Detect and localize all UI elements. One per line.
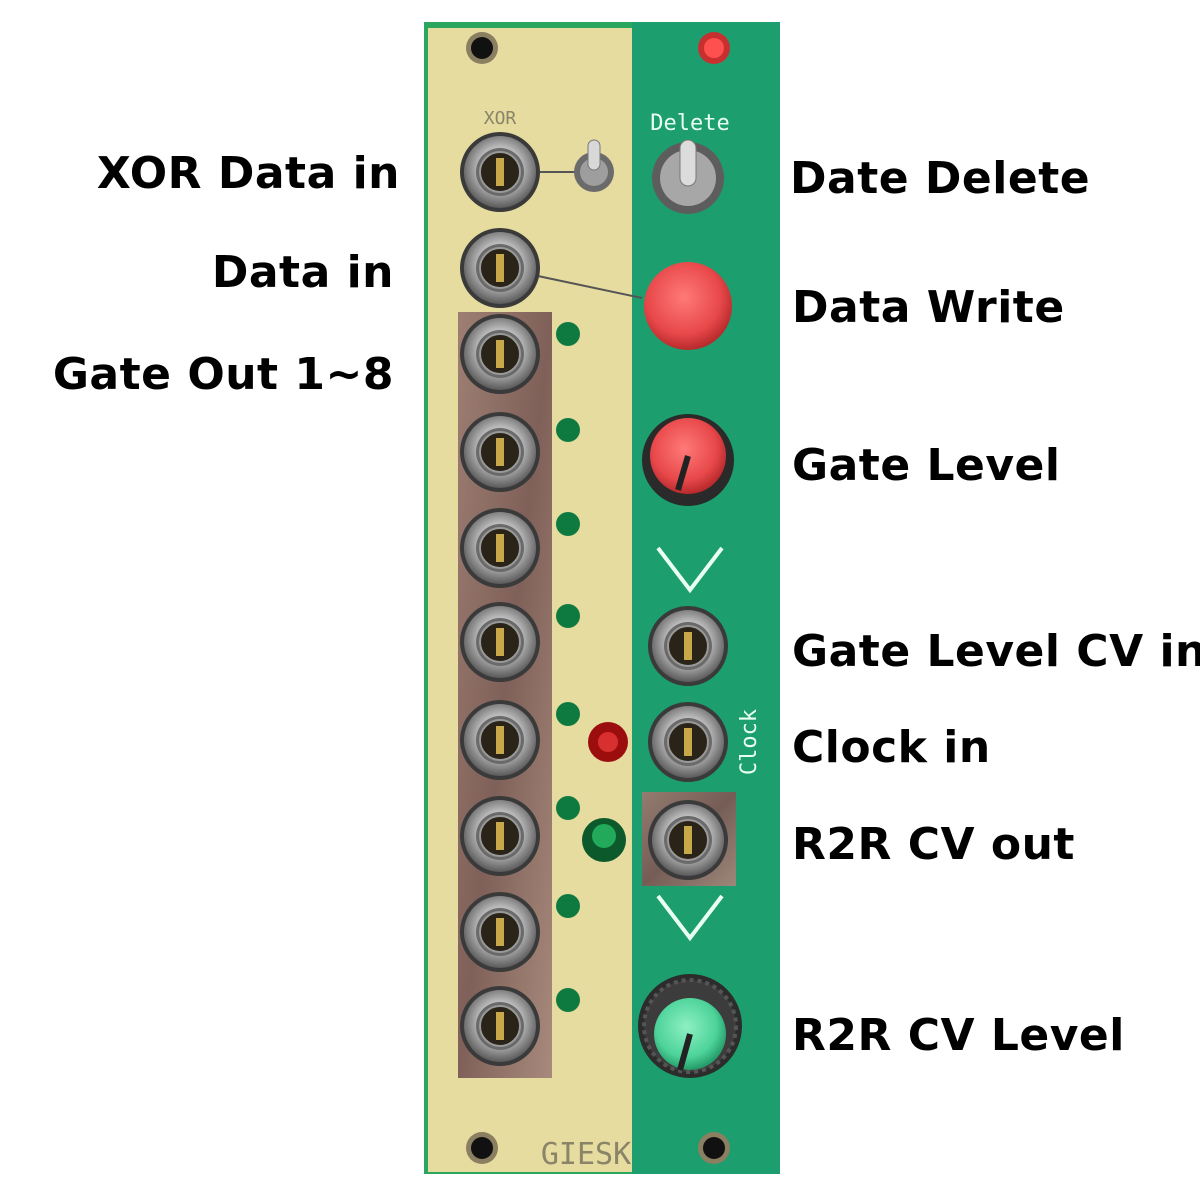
push-button-icon[interactable] [644, 262, 732, 350]
jack-icon[interactable] [647, 701, 729, 783]
panel-text-xor: XOR [484, 108, 517, 129]
label-date-delete: Date Delete [790, 153, 1091, 204]
toggle-switch-icon[interactable] [574, 139, 614, 192]
toggle-switch-icon[interactable] [652, 139, 724, 214]
label-gate-out: Gate Out 1~8 [52, 349, 394, 400]
knob-icon[interactable] [642, 414, 734, 506]
jack-icon[interactable] [647, 605, 729, 687]
jack-icon[interactable] [459, 131, 541, 213]
led-icon [556, 322, 580, 1012]
label-gate-level-cv-in: Gate Level CV in [792, 626, 1200, 677]
knob-icon[interactable] [638, 974, 742, 1078]
jack-icon[interactable] [459, 795, 541, 877]
jack-icon[interactable] [647, 799, 729, 881]
label-data-in: Data in [211, 247, 394, 298]
label-gate-level: Gate Level [792, 440, 1061, 491]
mounting-hole-icon [466, 32, 730, 1164]
label-r2r-cv-level: R2R CV Level [792, 1010, 1125, 1061]
panel-text-clock: Clock [737, 709, 762, 775]
panel-text-brand: GIESK [541, 1137, 631, 1172]
label-r2r-cv-out: R2R CV out [792, 819, 1075, 870]
label-clock-in: Clock in [792, 722, 991, 773]
jack-icon[interactable] [459, 985, 541, 1067]
jack-icon[interactable] [459, 411, 541, 493]
jack-icon[interactable] [459, 699, 541, 781]
chevron-down-icon [656, 894, 724, 942]
label-data-write: Data Write [792, 282, 1065, 333]
chevron-down-icon [656, 546, 724, 594]
jack-icon[interactable] [459, 313, 541, 395]
led-icon [582, 722, 628, 862]
label-xor-data-in: XOR Data in [96, 148, 400, 199]
panel-text-delete: Delete [650, 111, 729, 136]
jack-icon[interactable] [459, 891, 541, 973]
jack-icon[interactable] [459, 507, 541, 589]
jack-icon[interactable] [459, 601, 541, 683]
jack-icon[interactable] [459, 227, 541, 309]
